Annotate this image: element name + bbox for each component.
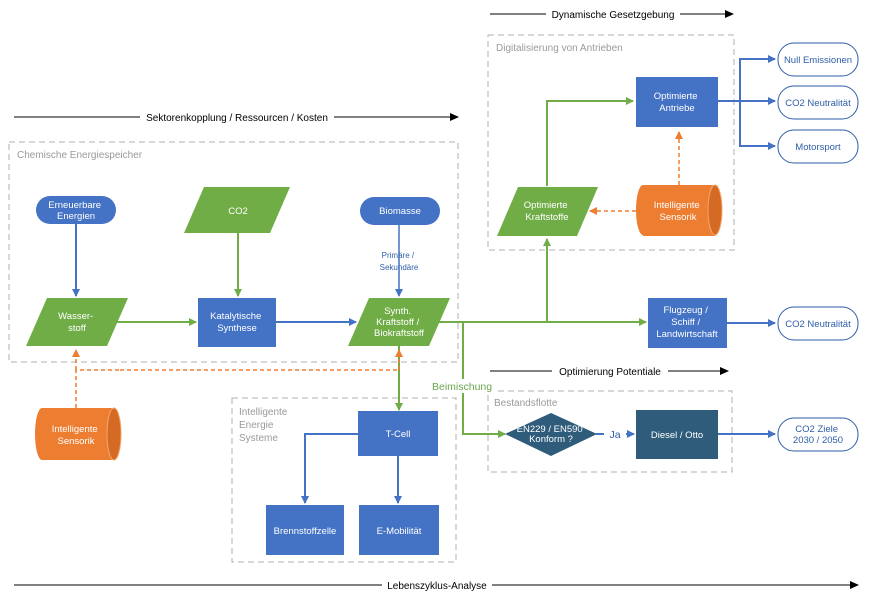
node-label-co2-neutral-1: CO2 Neutralität <box>785 98 851 109</box>
axis-lebenszyklus: Lebenszyklus-Analyse <box>14 578 859 592</box>
node-synth-kraftstoff <box>348 298 450 346</box>
group-digitalisierung <box>487 34 735 251</box>
edge-tcell-brennstoffzelle <box>301 433 358 504</box>
node-label-brennstoffzelle: Brennstoffzelle <box>274 526 337 537</box>
node-biomasse <box>360 197 440 225</box>
node-erneuerbare-energien <box>36 196 116 224</box>
edge-antriebe-motorsport <box>739 101 776 150</box>
node-label-emobilitaet: E-Mobilität <box>377 526 422 537</box>
node-motorsport <box>777 129 859 164</box>
node-label-co2-neutral-2: CO2 Neutralität <box>785 319 851 330</box>
node-label-diesel: Diesel / Otto <box>651 430 703 441</box>
edge-antriebe-null-emissionen <box>718 55 776 102</box>
node-co2-neutralitaet-1 <box>777 85 859 120</box>
edge-label-beimischung: Beimischung <box>432 381 492 393</box>
node-label-wasserstoff: Wasser- stoff <box>58 311 96 334</box>
node-brennstoffzelle <box>266 505 344 555</box>
node-co2-neutralitaet-2 <box>777 306 859 341</box>
edge-label-beimischung-bg <box>431 379 497 393</box>
edge-synth-decision <box>462 322 506 438</box>
group-label-intelligent: Intelligente Energie Systeme <box>239 407 290 444</box>
node-label-en-decision: EN229 / EN590 Konform ? <box>517 424 586 445</box>
axis-dynamische-gesetzgebung: Dynamische Gesetzgebung <box>490 7 734 21</box>
node-tcell <box>358 411 438 456</box>
node-optimierte-antriebe <box>636 77 718 127</box>
node-null-emissionen <box>777 42 859 77</box>
node-co2-ziele <box>777 417 859 452</box>
group-label-chemisch: Chemische Energiespeicher <box>17 150 143 161</box>
node-label-co2: CO2 <box>228 206 248 217</box>
node-co2 <box>184 187 290 233</box>
node-label-null-emissionen: Null Emissionen <box>784 55 852 66</box>
axis-label-top: Dynamische Gesetzgebung <box>552 10 675 21</box>
node-label-erneuerbare: Erneuerbare Energien <box>48 200 103 222</box>
node-en-decision <box>505 413 597 456</box>
node-label-biomasse: Biomasse <box>379 206 421 217</box>
axis-sektorenkopplung: Sektorenkopplung / Ressourcen / Kosten <box>14 110 459 124</box>
node-label-sensorik-right: Intelligente Sensorik <box>654 200 703 223</box>
node-label-sensorik-left: Intelligente Sensorik <box>52 424 101 447</box>
edge-kraftstoffe-antriebe <box>546 97 634 186</box>
group-chemische-energiespeicher <box>8 141 459 363</box>
group-intelligente-energie-systeme <box>231 397 457 563</box>
node-label-katalytische: Katalytische Synthese <box>210 311 264 334</box>
node-label-tcell: T-Cell <box>386 429 411 440</box>
node-label-co2-ziele: CO2 Ziele 2030 / 2050 <box>793 424 843 446</box>
axis-label-sektoren: Sektorenkopplung / Ressourcen / Kosten <box>146 113 328 124</box>
node-label-opt-kraftstoffe: Optimierte Kraftstoffe <box>524 200 570 223</box>
node-optimierte-kraftstoffe <box>497 187 598 236</box>
node-katalytische-synthese <box>198 298 276 347</box>
axis-label-lebenszyklus: Lebenszyklus-Analyse <box>387 581 487 592</box>
edge-label-ja: Ja <box>609 429 620 441</box>
node-sensorik-right <box>636 184 723 236</box>
group-label-digitalisierung: Digitalisierung von Antrieben <box>496 43 623 54</box>
node-flugzeug-schiff <box>648 298 727 348</box>
node-label-synth: Synth. Kraftstoff / Biokraftstoff <box>374 306 424 339</box>
group-bestandsflotte <box>487 390 733 473</box>
group-label-bestand: Bestandsflotte <box>494 398 558 409</box>
node-sensorik-left <box>35 407 122 461</box>
node-emobilitaet <box>359 505 439 555</box>
edge-label-primaer: Primäre / Sekundäre <box>380 251 419 272</box>
edge-sensorik-vertical <box>75 369 120 408</box>
axis-optimierung-potentiale: Optimierung Potentiale <box>490 364 729 378</box>
node-label-opt-antriebe: Optimierte Antriebe <box>654 91 700 114</box>
node-label-motorsport: Motorsport <box>795 142 841 153</box>
node-label-flugzeug: Flugzeug / Schiff / Landwirtschaft <box>656 305 718 340</box>
axis-label-optimierung: Optimierung Potentiale <box>559 367 661 378</box>
node-wasserstoff <box>26 298 128 346</box>
node-diesel-otto <box>636 410 718 459</box>
